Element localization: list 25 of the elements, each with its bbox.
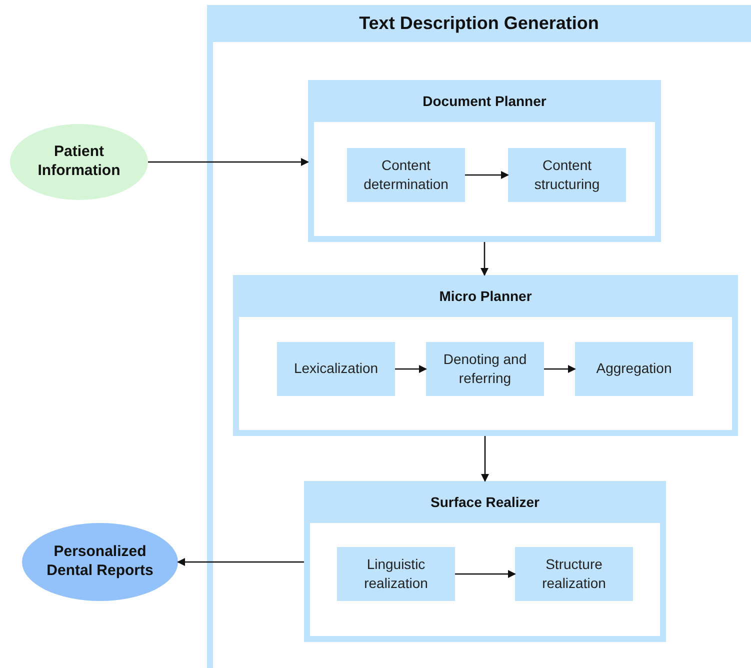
arrow — [395, 365, 427, 373]
process-box: Aggregation — [575, 342, 693, 396]
process-box: Lexicalization — [277, 342, 395, 396]
stage-panel — [308, 80, 661, 242]
arrow — [480, 242, 488, 276]
process-box: Content structuring — [508, 148, 626, 202]
process-box: Linguistic realization — [337, 547, 455, 601]
arrow — [481, 436, 489, 482]
terminal-ellipse: Personalized Dental Reports — [22, 523, 178, 601]
stage-panel — [233, 275, 738, 436]
arrow — [148, 158, 309, 166]
panel-title: Surface Realizer — [430, 492, 540, 512]
arrow — [544, 365, 576, 373]
panel-title: Text Description Generation — [359, 12, 599, 35]
container-panel — [207, 5, 751, 668]
process-box: Denoting and referring — [426, 342, 544, 396]
arrow — [455, 570, 516, 578]
stage-panel — [304, 481, 666, 642]
panel-title: Micro Planner — [439, 286, 532, 306]
arrow — [177, 558, 304, 566]
process-box: Content determination — [347, 148, 465, 202]
process-box: Structure realization — [515, 547, 633, 601]
terminal-ellipse: Patient Information — [10, 124, 148, 200]
arrow — [465, 171, 509, 179]
panel-title: Document Planner — [422, 92, 546, 110]
